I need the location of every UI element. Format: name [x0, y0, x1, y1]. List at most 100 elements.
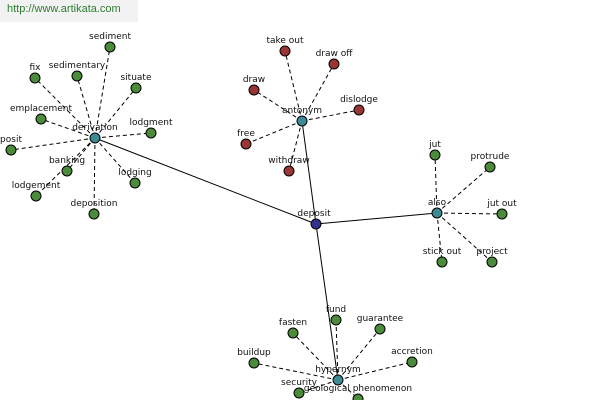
edge-also-project — [436, 212, 493, 263]
term-label-fund[interactable]: fund — [326, 305, 346, 315]
term-label-withdraw[interactable]: withdraw — [268, 156, 309, 166]
term-node-banking[interactable] — [61, 165, 73, 177]
term-node-lodgment[interactable] — [145, 127, 157, 139]
term-label-posit[interactable]: posit — [0, 135, 22, 145]
edge-derivation-situate — [94, 87, 137, 139]
term-node-dislodge[interactable] — [353, 104, 365, 116]
term-node-lodging[interactable] — [129, 177, 141, 189]
edge-center-hypernym — [315, 223, 339, 381]
term-node-take-out[interactable] — [279, 45, 291, 57]
term-label-draw[interactable]: draw — [243, 75, 265, 85]
term-label-jut[interactable]: jut — [428, 140, 441, 150]
edge-antonym-take-out — [284, 50, 303, 122]
edge-derivation-fix — [34, 77, 96, 139]
term-node-sediment[interactable] — [104, 41, 116, 53]
edge-derivation-banking — [66, 137, 96, 172]
relation-node-hypernym[interactable] — [332, 374, 344, 386]
term-node-emplacement[interactable] — [35, 113, 47, 125]
relation-label-antonym[interactable]: antonym — [282, 106, 322, 116]
term-label-free[interactable]: free — [237, 129, 255, 139]
edge-derivation-lodging — [94, 137, 136, 184]
term-label-protrude[interactable]: protrude — [471, 152, 510, 162]
term-label-accretion[interactable]: accretion — [391, 347, 433, 357]
term-label-geological-phenomenon[interactable]: geological phenomenon — [304, 384, 412, 394]
term-label-lodgment[interactable]: lodgment — [130, 118, 173, 128]
term-label-lodging[interactable]: lodging — [118, 168, 151, 178]
edge-derivation-lodgment — [94, 132, 152, 139]
term-label-sediment[interactable]: sediment — [89, 32, 131, 42]
term-node-lodgement[interactable] — [30, 190, 42, 202]
term-label-project[interactable]: project — [476, 247, 508, 257]
term-label-sedimentary[interactable]: sedimentary — [49, 61, 106, 71]
term-node-geological-phenomenon[interactable] — [352, 393, 364, 400]
edge-derivation-sediment — [94, 46, 111, 139]
source-url-bar: http://www.artikata.com — [0, 0, 138, 22]
term-node-deposition[interactable] — [88, 208, 100, 220]
relation-node-derivation[interactable] — [89, 132, 101, 144]
term-node-guarantee[interactable] — [374, 323, 386, 335]
edge-antonym-withdraw — [288, 120, 303, 172]
term-node-fasten[interactable] — [287, 327, 299, 339]
term-label-take-out[interactable]: take out — [266, 36, 304, 46]
edge-derivation-sedimentary — [76, 75, 96, 139]
center-node-deposit[interactable] — [310, 218, 322, 230]
term-node-sedimentary[interactable] — [71, 70, 83, 82]
term-node-protrude[interactable] — [484, 161, 496, 173]
term-node-free[interactable] — [240, 138, 252, 150]
term-label-draw-off[interactable]: draw off — [316, 49, 354, 59]
edge-derivation-emplacement — [40, 118, 96, 139]
edge-antonym-draw-off — [301, 63, 335, 122]
relation-label-derivation[interactable]: derivation — [72, 123, 118, 133]
edge-center-derivation — [94, 137, 317, 225]
edge-center-antonym — [301, 120, 317, 225]
relation-label-hypernym[interactable]: hypernym — [315, 365, 361, 375]
term-label-emplacement[interactable]: emplacement — [10, 104, 73, 114]
relation-node-also[interactable] — [431, 207, 443, 219]
term-node-project[interactable] — [486, 256, 498, 268]
source-url-link[interactable]: http://www.artikata.com — [7, 3, 121, 15]
relation-label-also[interactable]: also — [428, 198, 447, 208]
term-node-posit[interactable] — [5, 144, 17, 156]
term-node-stick-out[interactable] — [436, 256, 448, 268]
term-node-withdraw[interactable] — [283, 165, 295, 177]
term-node-jut[interactable] — [429, 149, 441, 161]
edge-derivation-posit — [10, 137, 96, 151]
term-label-deposition[interactable]: deposition — [71, 199, 118, 209]
edge-hypernym-buildup — [253, 362, 339, 381]
edge-antonym-draw — [253, 89, 303, 122]
edge-hypernym-accretion — [337, 361, 413, 381]
edge-center-also — [315, 212, 438, 225]
center-label[interactable]: deposit — [297, 209, 331, 219]
edge-also-jut-out — [436, 212, 503, 215]
term-label-dislodge[interactable]: dislodge — [340, 95, 378, 105]
term-node-buildup[interactable] — [248, 357, 260, 369]
edge-derivation-deposition — [93, 137, 96, 215]
edge-hypernym-fund — [335, 319, 339, 381]
term-node-fix[interactable] — [29, 72, 41, 84]
edge-also-protrude — [436, 166, 491, 214]
term-node-draw[interactable] — [248, 84, 260, 96]
term-label-guarantee[interactable]: guarantee — [357, 314, 404, 324]
edge-also-stick-out — [436, 212, 443, 263]
term-node-draw-off[interactable] — [328, 58, 340, 70]
edge-antonym-free — [245, 120, 303, 145]
edge-also-jut — [434, 154, 438, 214]
term-label-lodgement[interactable]: lodgement — [12, 181, 61, 191]
edge-hypernym-fasten — [292, 332, 339, 381]
term-label-buildup[interactable]: buildup — [237, 348, 271, 358]
term-label-security[interactable]: security — [281, 378, 318, 388]
term-label-banking[interactable]: banking — [49, 156, 85, 166]
term-node-fund[interactable] — [330, 314, 342, 326]
term-node-accretion[interactable] — [406, 356, 418, 368]
edge-antonym-dislodge — [301, 109, 360, 122]
term-label-situate[interactable]: situate — [120, 73, 151, 83]
term-node-security[interactable] — [293, 387, 305, 399]
term-label-jut-out[interactable]: jut out — [486, 199, 517, 209]
term-label-fix[interactable]: fix — [30, 63, 42, 73]
term-node-jut-out[interactable] — [496, 208, 508, 220]
relation-node-antonym[interactable] — [296, 115, 308, 127]
term-node-situate[interactable] — [130, 82, 142, 94]
term-label-stick-out[interactable]: stick out — [423, 247, 462, 257]
term-label-fasten[interactable]: fasten — [279, 318, 307, 328]
